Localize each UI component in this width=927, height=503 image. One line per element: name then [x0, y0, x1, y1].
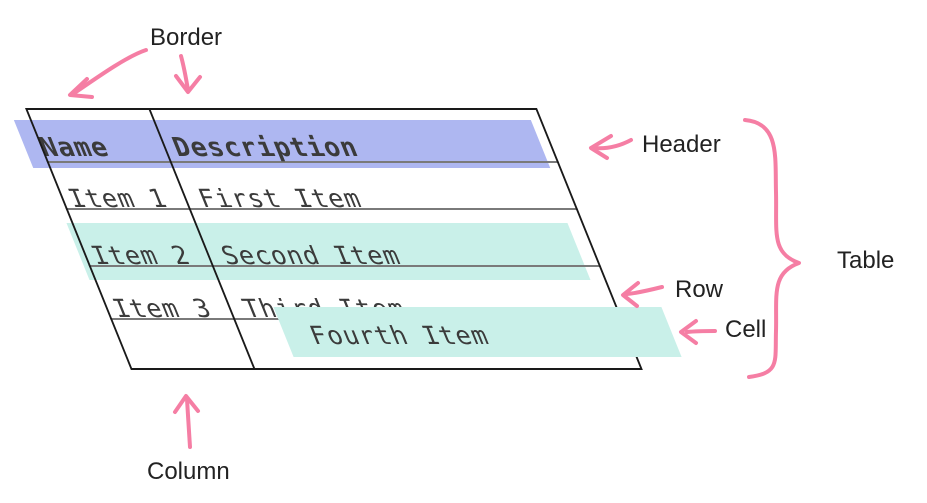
border-arrow-right — [179, 54, 190, 92]
label-header: Header — [642, 131, 721, 158]
label-border: Border — [150, 24, 223, 51]
label-row: Row — [675, 276, 724, 303]
header-arrow — [592, 138, 633, 151]
header-arrow-head — [589, 134, 613, 160]
table-brace — [743, 118, 801, 379]
row-arrow — [625, 285, 664, 296]
label-column: Column — [147, 458, 230, 485]
row-arrow-head — [621, 281, 640, 308]
border-arrow-left-head — [68, 77, 94, 99]
cell-arrow — [685, 329, 717, 334]
label-cell: Cell — [725, 316, 767, 343]
label-table: Table — [837, 247, 895, 274]
cell-arrow-head — [679, 319, 698, 345]
column-arrow — [185, 397, 192, 449]
border-arrow-left — [71, 48, 148, 96]
column-arrow-head — [173, 394, 200, 414]
border-arrow-right-head — [174, 74, 202, 94]
